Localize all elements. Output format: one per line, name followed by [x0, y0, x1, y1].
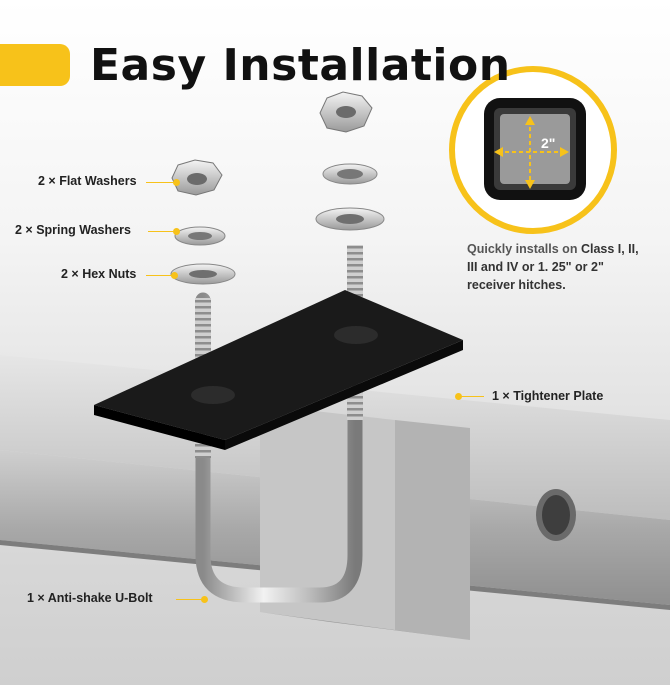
- u-bolt-dot: [201, 596, 208, 603]
- tightener-plate-label: 1 × Tightener Plate: [492, 389, 604, 403]
- right-hardware-stack: [315, 91, 385, 231]
- flat-washers-dot: [173, 179, 180, 186]
- title-accent-bar: [0, 44, 70, 86]
- compatibility-note-lead: Quickly installs on: [467, 242, 581, 256]
- inset-measure: 2": [541, 135, 555, 151]
- tightener-plate-leader: [460, 396, 484, 397]
- page-title: Easy Installation: [90, 40, 511, 91]
- u-bolt-leader: [176, 599, 204, 600]
- hex-nuts-dot: [171, 272, 178, 279]
- tightener-plate: [94, 290, 463, 450]
- spring-washers-dot: [173, 228, 180, 235]
- spring-washers-label: 2 × Spring Washers: [15, 223, 131, 237]
- u-bolt-label: 1 × Anti-shake U-Bolt: [27, 591, 153, 605]
- tightener-plate-dot: [455, 393, 462, 400]
- receiver-size-inset: 2": [449, 66, 617, 234]
- spring-washers-leader: [148, 231, 176, 232]
- compatibility-note-classes: Class I, II, III and IV or 1. 25" or 2" …: [467, 242, 639, 292]
- hex-nuts-label: 2 × Hex Nuts: [61, 267, 137, 281]
- flat-washers-leader: [146, 182, 176, 183]
- compatibility-note: Quickly installs on Class I, II, III and…: [467, 240, 642, 294]
- flat-washers-label: 2 × Flat Washers: [38, 174, 137, 188]
- left-hardware-stack: [170, 159, 236, 285]
- hex-nuts-leader: [146, 275, 174, 276]
